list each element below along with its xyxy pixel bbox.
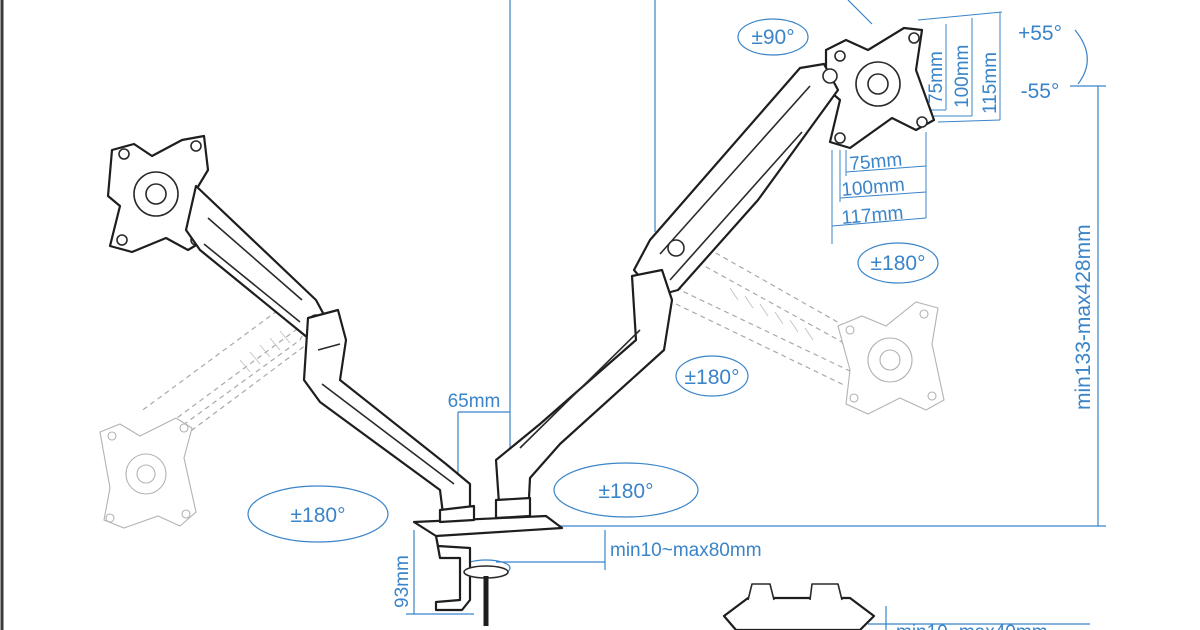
left-upper-arm: [184, 184, 332, 340]
ghost-right-monitor-plate: [837, 301, 945, 415]
right-monitor-plate: [824, 26, 936, 150]
grommet-base: [722, 583, 876, 630]
vesa-vertical-75-label: 75mm: [926, 51, 947, 104]
clamp-range-label: min10~max80mm: [610, 540, 762, 561]
right-upper-arm: [632, 62, 840, 298]
ghost-left-arm: [139, 299, 319, 453]
clamp-height-label: 93mm: [392, 555, 413, 608]
rotation-label-right-base: ±180°: [599, 480, 654, 503]
pole-offset-label: 65mm: [448, 391, 501, 412]
vesa-vertical-115-label: 115mm: [980, 52, 1001, 114]
ghost-left-monitor-plate: [99, 417, 197, 529]
rotation-label-top: ±90°: [751, 26, 794, 49]
desk-base-clamp: [412, 496, 564, 626]
left-forearm: [302, 308, 472, 524]
vesa-vertical-100-label: 100mm: [952, 45, 973, 108]
height-range-label: min133-max428mm: [1072, 224, 1095, 410]
vesa-horizontal-75-label: 75mm: [849, 149, 903, 175]
dimension-lines: [406, 0, 1106, 630]
ghost-right-arm: [675, 243, 854, 387]
vesa-horizontal-100-label: 100mm: [841, 175, 906, 201]
rotation-label-left-base: ±180°: [291, 504, 346, 527]
grommet-range-label: min10~max40mm: [896, 622, 1048, 630]
rotation-label-right-elbow: ±180°: [685, 366, 740, 389]
vesa-horizontal-117-label: 117mm: [841, 203, 905, 229]
tilt-down-label: -55°: [1021, 80, 1060, 103]
rotation-label-right-plate: ±180°: [871, 252, 926, 275]
rotation-ellipses: [247, 18, 1088, 577]
tilt-up-label: +55°: [1018, 22, 1062, 45]
